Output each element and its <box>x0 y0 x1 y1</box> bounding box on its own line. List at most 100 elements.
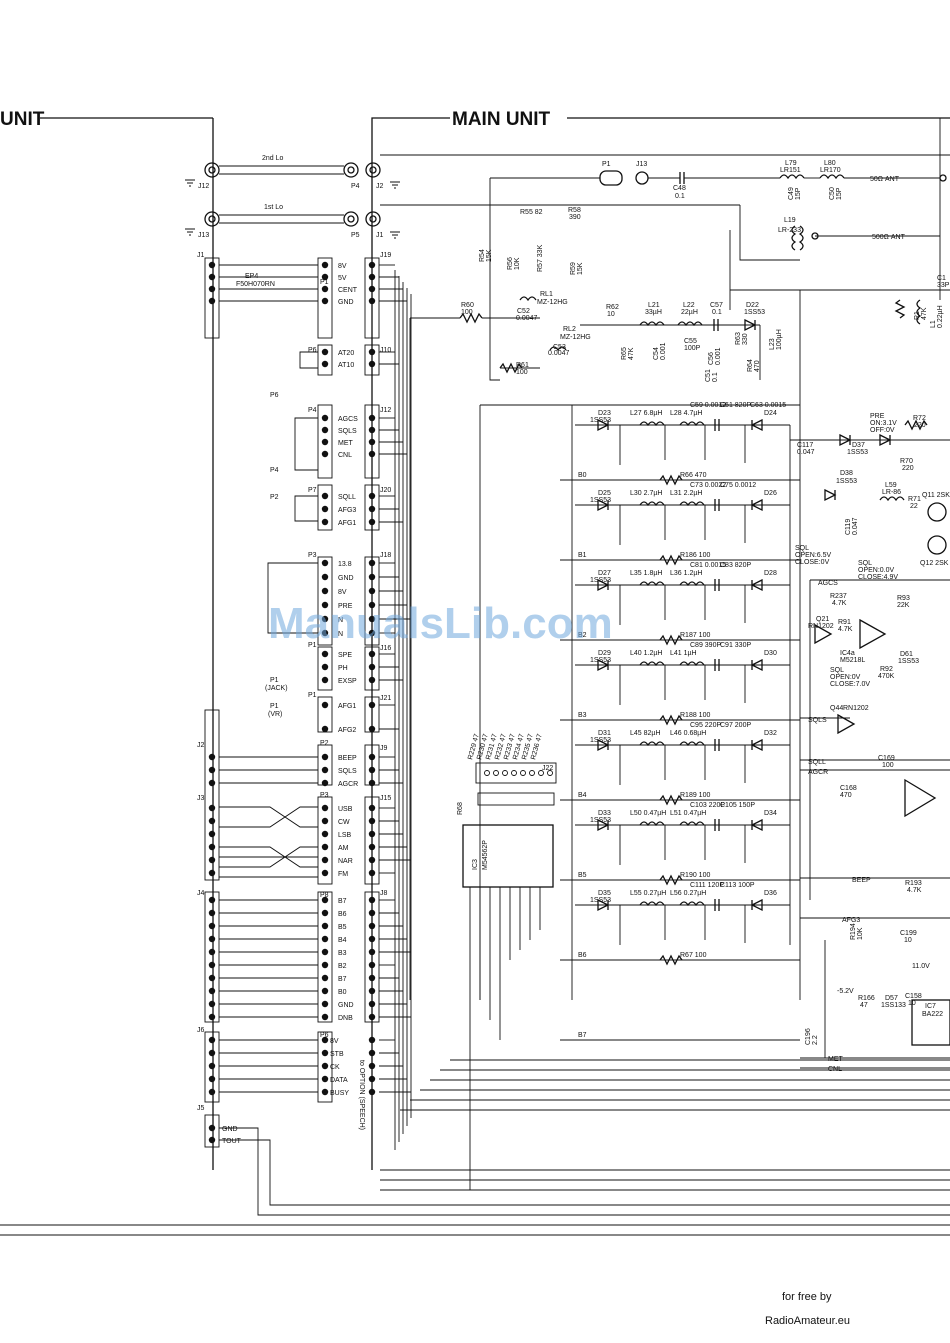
right-beep: BEEP <box>852 877 871 884</box>
right-sql1: SQL <box>795 545 809 552</box>
squelch-af-section <box>790 118 950 1069</box>
rf-r56v: 10K <box>514 257 521 270</box>
mh-j9: J9 <box>380 745 388 752</box>
lo1-label: 1st Lo <box>264 204 283 211</box>
right-agcs: AGCS <box>818 580 838 587</box>
band-resistor-label-4: R189 100 <box>680 792 710 799</box>
pin-label-p7-2: AFG1 <box>338 520 356 527</box>
pin-dot <box>321 804 329 812</box>
band-cap-label-3-0: C89 390P <box>690 642 721 649</box>
footer-line1: for free by <box>782 1291 832 1303</box>
vr-label: (VR) <box>268 711 282 718</box>
bottom-bus-wires <box>0 1059 950 1236</box>
band-coil-label-4-1: L46 0.68µH <box>670 730 706 737</box>
rf-c56: C56 <box>708 352 715 365</box>
pin-dot <box>321 650 329 658</box>
rf-l19v: LR-233 <box>778 227 801 234</box>
rf-r65v: 47K <box>628 347 635 360</box>
pin-dot <box>208 987 216 995</box>
p6-ref-label: P6 <box>270 392 279 399</box>
ep4-label: EP4 <box>245 273 258 280</box>
right-c168: C168 <box>840 785 857 792</box>
pin-dot <box>321 909 329 917</box>
pin-label-p1-3: GND <box>338 299 354 306</box>
ic3-name: IC3 <box>472 859 479 870</box>
band-coils <box>639 901 705 907</box>
rf-rl2: RL2 <box>563 326 576 333</box>
right-d61: D61 <box>900 651 913 658</box>
band-diode-left-label-3: D29 <box>598 650 611 657</box>
band-line-label-7: B7 <box>578 1032 587 1039</box>
hdr-p1b: P1 <box>308 692 317 699</box>
pin-dot <box>208 830 216 838</box>
band-cap <box>714 739 720 751</box>
rf-c56v: 0.001 <box>715 347 722 365</box>
pin-label-p8-7: B0 <box>338 989 347 996</box>
r68-label: R68 <box>457 802 464 815</box>
pin-dot <box>368 261 376 269</box>
right-c168v: 470 <box>840 792 852 799</box>
right-sql3: SQL <box>830 667 844 674</box>
band-diode-left-value-4: 1SS53 <box>590 737 611 744</box>
rf-c48: C48 <box>673 185 686 192</box>
rf-r58: R58 <box>568 207 581 214</box>
band-diode-left-label-4: D31 <box>598 730 611 737</box>
band-shunts <box>619 425 746 465</box>
right-sqls: SQLS <box>808 717 827 724</box>
pin-dot <box>368 273 376 281</box>
band-cap <box>714 659 720 671</box>
pin-dot <box>321 1013 329 1021</box>
pin-dot <box>321 830 329 838</box>
right-l59v: LR-86 <box>882 489 901 496</box>
mh-j21: J21 <box>380 695 391 702</box>
right-r93v: 22K <box>897 602 910 609</box>
right-l59: L59 <box>885 482 897 489</box>
band-coil-label-3-1: L41 1µH <box>670 650 697 657</box>
right-pre: PRE <box>870 413 885 420</box>
right-c158: C158 <box>905 993 922 1000</box>
rf-r65: R65 <box>621 347 628 360</box>
band-resistor <box>659 794 683 806</box>
right-d38v: 1SS53 <box>836 478 857 485</box>
band-coil-label-0-0: L27 6.8µH <box>630 410 662 417</box>
band-shunts <box>619 905 746 945</box>
pin-dot <box>208 753 216 761</box>
right-r92v: 470K <box>878 673 895 680</box>
mh-j19: J19 <box>380 252 391 259</box>
pin-dot <box>368 505 376 513</box>
band-diode-left-label-1: D25 <box>598 490 611 497</box>
hdr-j2: J2 <box>197 742 205 749</box>
right-c169: C169 <box>878 755 895 762</box>
pin-dot <box>321 701 329 709</box>
band-resistor-label-3: R188 100 <box>680 712 710 719</box>
right-r92: R92 <box>880 666 893 673</box>
band-cap-label-2-0: C81 0.0015 <box>690 562 726 569</box>
right-v52: -5.2V <box>837 988 854 995</box>
band-line-label-5: B5 <box>578 872 587 879</box>
band-coils <box>639 581 705 587</box>
pin-label-p6b-3: DATA <box>330 1077 348 1084</box>
right-q12: Q12 2SK <box>920 560 949 567</box>
pin-dot <box>321 676 329 684</box>
pin-dot <box>321 1049 329 1057</box>
pin-dot <box>368 559 376 567</box>
pin-dot <box>321 273 329 281</box>
pin-dot <box>321 492 329 500</box>
pin-dot <box>368 725 376 733</box>
pin-label-p3b-4: NAR <box>338 858 353 865</box>
pin-dot <box>368 1036 376 1044</box>
pin-dot <box>208 1036 216 1044</box>
rf-l1: L1 <box>930 320 937 328</box>
right-r70v: 220 <box>902 465 914 472</box>
band-diode-left <box>597 498 610 512</box>
pin-dot <box>368 492 376 500</box>
j2-label: J2 <box>376 183 384 190</box>
right-r72v: 220 <box>914 422 926 429</box>
pin-dot <box>321 766 329 774</box>
mh-j18: J18 <box>380 552 391 559</box>
pin-dot <box>321 438 329 446</box>
band-cap <box>714 419 720 431</box>
pin-dot <box>368 348 376 356</box>
pin-dot <box>321 518 329 526</box>
